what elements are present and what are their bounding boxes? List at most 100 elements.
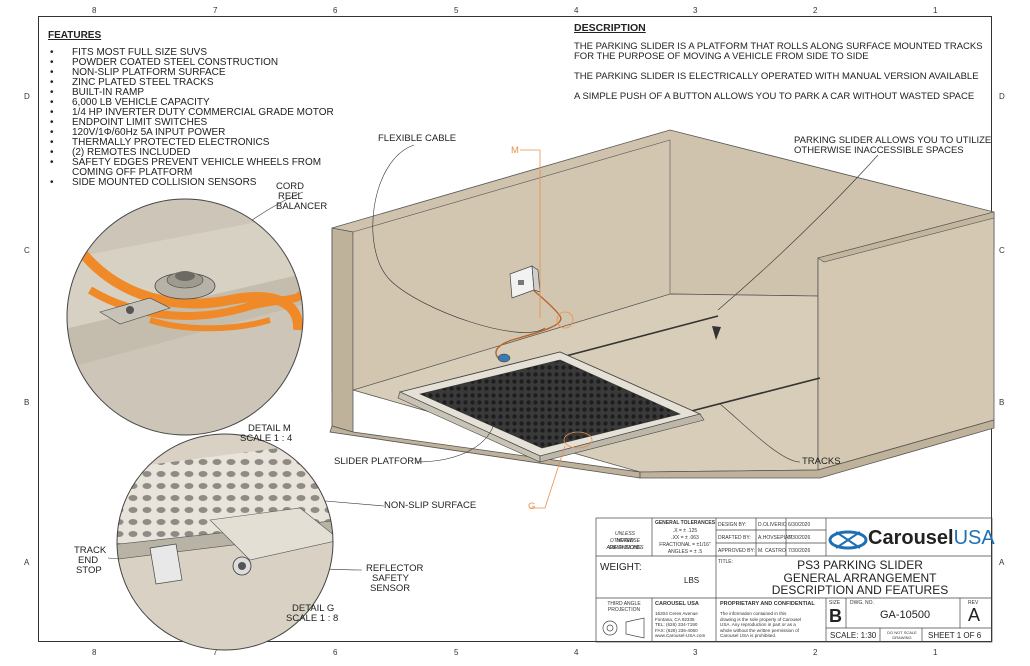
feature-item: ZINC PLATED STEEL TRACKS <box>46 78 336 89</box>
detail-g-border <box>116 433 334 651</box>
track-end-stop-label-3: STOP <box>76 565 102 576</box>
tb-company: CAROUSEL USA <box>655 601 699 607</box>
detail-g-title: DETAIL G <box>292 603 335 614</box>
tb-title-1: PS3 PARKING SLIDER <box>797 558 923 572</box>
utilize-spaces-label-1: PARKING SLIDER ALLOWS YOU TO UTILIZE <box>794 135 992 146</box>
detail-m-view <box>67 199 303 435</box>
cord-reel-label-2: REEL <box>278 191 303 202</box>
feature-item: ENDPOINT LIMIT SWITCHES <box>46 118 336 129</box>
tb-prop-2: drawing is the sole property of Carousel <box>720 616 801 622</box>
tb-title-label: TITLE: <box>718 559 734 565</box>
cord-reel-label-1: CORD <box>276 181 304 192</box>
tb-drawing-title: PS3 PARKING SLIDER GENERAL ARRANGEMENT D… <box>730 559 990 597</box>
tb-logo-text: CarouselUSA <box>868 527 995 549</box>
utilize-spaces-label-2: OTHERWISE INACCESSIBLE SPACES <box>794 145 964 156</box>
tb-projection-2: PROJECTION <box>607 607 641 613</box>
tb-title-2: GENERAL ARRANGEMENT <box>783 570 937 585</box>
zone-left-d: D <box>24 92 30 101</box>
control-box <box>509 265 541 299</box>
detail-g-marker-shape <box>530 431 593 509</box>
tb-tol-2: .XX = ± .063 <box>671 535 699 541</box>
non-slip-surface-label: NON-SLIP SURFACE <box>384 500 477 511</box>
feature-item: FITS MOST FULL SIZE SUVS <box>46 48 336 59</box>
zone-bottom-8: 8 <box>92 648 97 657</box>
zone-left-b: B <box>24 398 30 407</box>
detail-m-marker-shape <box>520 149 574 329</box>
description-paragraph-3: A SIMPLE PUSH OF A BUTTON ALLOWS YOU TO … <box>574 91 975 102</box>
feature-item: 6,000 LB VEHICLE CAPACITY <box>46 98 336 109</box>
room-left-wall-face <box>352 139 671 391</box>
room-left-wall <box>331 227 354 433</box>
tb-rev: A <box>968 605 981 625</box>
detail-g-scale: SCALE 1 : 8 <box>286 613 339 624</box>
tb-prop-3: USA. Any reproduction in part or as a <box>720 622 796 627</box>
feature-item: (2) REMOTES INCLUDED <box>46 148 336 159</box>
feature-item: SAFETY EDGES PREVENT VEHICLE WHEELS FROM… <box>46 158 336 178</box>
tb-no-scale-2: DRAWING <box>892 635 912 640</box>
zone-top-8: 8 <box>92 6 97 15</box>
feature-item: POWDER COATED STEEL CONSTRUCTION <box>46 58 336 69</box>
zone-top-5: 5 <box>454 6 459 15</box>
tb-size: B <box>829 606 842 626</box>
tb-logo-usa: USA <box>953 527 995 549</box>
tb-prop-4: whole without the written permission of <box>720 627 799 633</box>
zone-right-d: D <box>999 92 1005 101</box>
tb-dwg-label: DWG. NO. <box>850 600 874 606</box>
tb-unless-3: ARE IN INCHES <box>606 545 644 551</box>
tb-general-tolerances: GENERAL TOLERANCES <box>654 520 716 526</box>
zone-left-c: C <box>24 246 30 255</box>
description-paragraph-1: THE PARKING SLIDER IS A PLATFORM THAT RO… <box>574 41 983 62</box>
zone-right-b: B <box>999 398 1005 407</box>
tb-unless-2: NOTED DIMENSIONS <box>609 538 641 551</box>
tb-scale: SCALE: 1:30 <box>830 631 877 640</box>
feature-item: 1/4 HP INVERTER DUTY COMMERCIAL GRADE MO… <box>46 108 336 119</box>
zone-left-a: A <box>24 558 30 567</box>
tb-proprietary-text: The information contained in this drawin… <box>720 611 801 639</box>
detail-m-title: DETAIL M <box>248 423 291 434</box>
tb-tol-1: .X = ± .125 <box>672 528 698 534</box>
tb-addr-2: Fontana, CA 92335 <box>655 616 695 622</box>
zone-top-4: 4 <box>574 6 579 15</box>
zone-bottom-4: 4 <box>574 648 579 657</box>
detail-g-view <box>117 434 333 650</box>
zone-bottom-5: 5 <box>454 648 459 657</box>
room-front-ledge-right <box>639 419 995 479</box>
tb-weight-unit: LBS <box>684 576 700 585</box>
detail-m-border <box>66 198 304 436</box>
tb-logo-carousel: Carousel <box>868 527 954 549</box>
tb-approved-by: M. CASTRO <box>758 548 786 554</box>
detail-m-scale: SCALE 1 : 4 <box>240 433 293 444</box>
tb-proprietary-title: PROPRIETARY AND CONFIDENTIAL <box>720 601 815 607</box>
tb-tol-3: FRACTIONAL = ±1/16" <box>659 542 711 548</box>
tracks-label: TRACKS <box>802 456 841 467</box>
zone-right-a: A <box>999 558 1005 567</box>
tb-projection-1: THIRD ANGLE <box>607 601 641 607</box>
track-end-stop-label-2: END <box>78 555 99 566</box>
slider-platform <box>397 351 705 463</box>
zone-bottom-6: 6 <box>333 648 338 657</box>
third-angle-projection-symbol <box>602 617 645 639</box>
features-title: FEATURES <box>48 30 102 41</box>
slider-platform-label: SLIDER PLATFORM <box>334 456 422 467</box>
flexible-cable-drawing <box>495 289 562 359</box>
detail-g-marker: G <box>528 501 536 512</box>
zone-top-2: 2 <box>813 6 818 15</box>
feature-item: THERMALLY PROTECTED ELECTRONICS <box>46 138 336 149</box>
reflector-sensor-label-1: REFLECTOR <box>366 563 424 574</box>
zone-top-1: 1 <box>933 6 938 15</box>
tb-address: 15204 Ceres Avenue Fontana, CA 92335 TEL… <box>655 611 705 639</box>
tb-weight-label: WEIGHT: <box>600 562 642 573</box>
tb-design-date: 6/30/2020 <box>788 522 811 528</box>
tb-unless-1: UNLESS OTHERWISE <box>609 531 641 544</box>
tb-design-by-label: DESIGN BY: <box>718 522 747 528</box>
feature-item: 120V/1Φ/60Hz 5A INPUT POWER <box>46 128 336 139</box>
tb-sheet: SHEET 1 OF 6 <box>928 631 982 640</box>
zone-top-3: 3 <box>693 6 698 15</box>
carousel-logo-mark <box>828 530 868 550</box>
tb-tol-4: ANGLES = ± .5 <box>667 549 703 555</box>
feature-item: NON-SLIP PLATFORM SURFACE <box>46 68 336 79</box>
tb-addr-4: FAX: (626) 236-4060 <box>655 627 698 633</box>
zone-top-6: 6 <box>333 6 338 15</box>
tb-addr-1: 15204 Ceres Avenue <box>655 611 698 616</box>
features-list: FITS MOST FULL SIZE SUVS POWDER COATED S… <box>46 48 336 189</box>
